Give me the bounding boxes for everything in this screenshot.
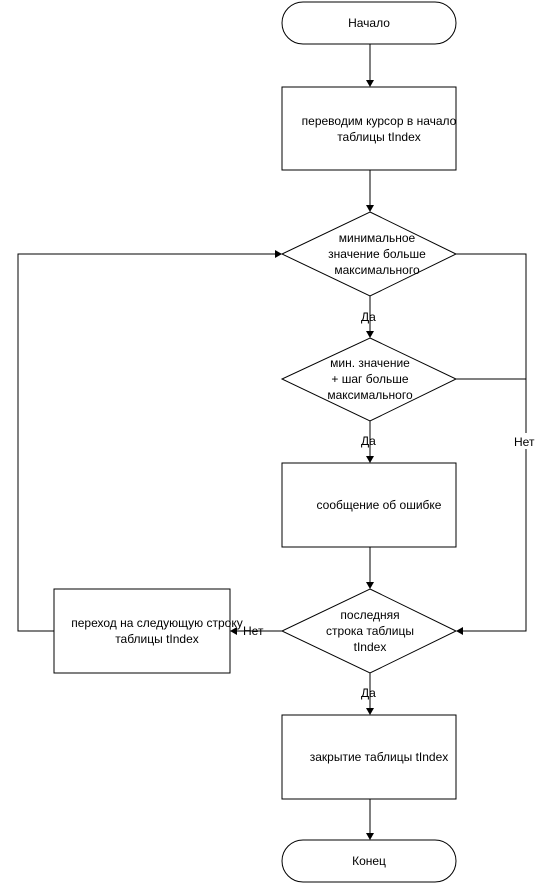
- start-label: Начало: [348, 16, 390, 30]
- arrowhead: [230, 627, 237, 635]
- start-terminator: Начало: [281, 1, 457, 45]
- next-row-label: переход на следующую строку таблицы tInd…: [71, 616, 243, 646]
- no-label-right-bg: [512, 433, 540, 449]
- decision-min-step-gt-max: мин. значение + шаг больше максимального: [280, 337, 458, 422]
- arrowhead: [366, 205, 374, 212]
- loop-connector: [17, 253, 275, 632]
- arrowhead: [275, 250, 282, 258]
- decision-last-row: последняя строка таблицы tIndex: [280, 588, 458, 674]
- no-label-left: Нет: [243, 624, 264, 638]
- process-next-row: переход на следующую строку таблицы tInd…: [53, 588, 243, 674]
- arrowhead: [366, 833, 374, 840]
- no-label-right: Нет: [514, 435, 535, 449]
- end-terminator: Конец: [281, 839, 457, 883]
- process-error-message: сообщение об ошибке: [281, 462, 457, 548]
- arrowhead: [366, 80, 374, 87]
- arrowhead: [456, 627, 463, 635]
- yes-label-1: Да: [361, 310, 376, 324]
- decision-min-step-gt-max-label: мин. значение + шаг больше максимального: [327, 356, 413, 402]
- process-move-cursor: переводим курсор в начало таблицы tIndex: [281, 86, 457, 171]
- end-label: Конец: [352, 854, 386, 868]
- decision-min-gt-max-label: минимальное значение больше максимальног…: [328, 231, 426, 277]
- yes-label-2: Да: [361, 434, 376, 448]
- decision-last-row-label: последняя строка таблицы tIndex: [326, 608, 414, 654]
- error-message-label: сообщение об ошибке: [316, 498, 442, 512]
- process-close-table: закрытие таблицы tIndex: [281, 714, 457, 800]
- yes-label-3: Да: [361, 686, 376, 700]
- close-table-label: закрытие таблицы tIndex: [309, 750, 449, 764]
- arrowhead: [366, 456, 374, 463]
- arrowhead: [366, 331, 374, 338]
- arrowhead: [366, 582, 374, 589]
- arrowhead: [366, 708, 374, 715]
- move-cursor-label: переводим курсор в начало таблицы tIndex: [301, 113, 457, 144]
- decision-min-gt-max: минимальное значение больше максимальног…: [280, 211, 458, 297]
